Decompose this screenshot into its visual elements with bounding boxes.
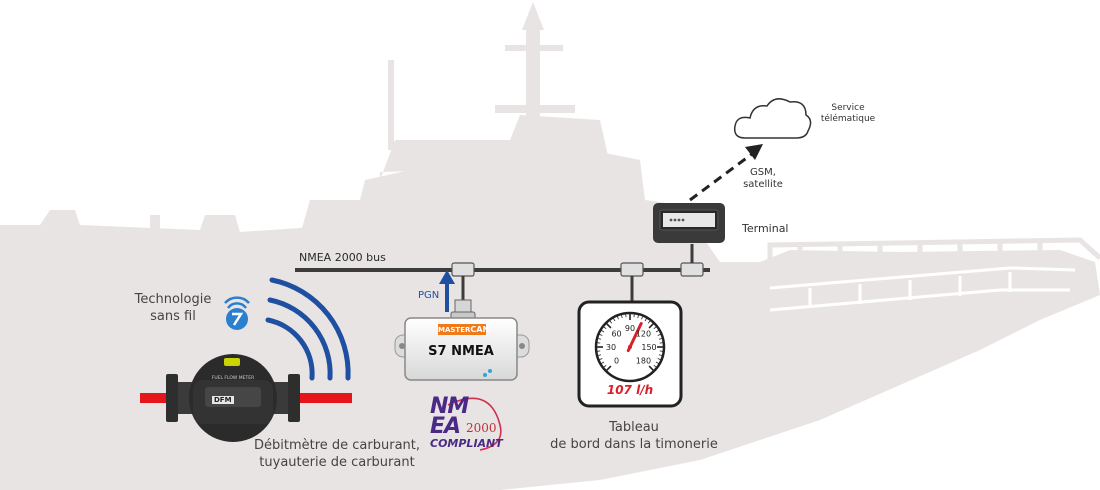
gsm-label-line1: GSM, <box>750 167 776 178</box>
boat-railing <box>767 237 1100 262</box>
gauge-tick <box>598 338 602 340</box>
gauge-tick <box>648 365 654 371</box>
gauge-tick <box>606 323 612 329</box>
service-label-line1: Service <box>831 103 865 113</box>
meter-label-line1: Débitmètre de carburant, <box>253 438 421 453</box>
gauge-hub <box>628 345 632 349</box>
nmea-logo-line2: EA <box>430 414 461 439</box>
gauge-tick-label: 0 <box>614 356 619 365</box>
nmea-logo-year: 2000 <box>466 421 497 435</box>
gauge-tick <box>609 320 613 324</box>
boat-superstructure <box>300 150 720 262</box>
gauge-tick <box>606 365 612 371</box>
gauge-tick <box>599 358 603 360</box>
dashboard-label-line1: Tableau <box>609 420 659 435</box>
meter-brand-plate <box>212 396 234 404</box>
gauge-tick <box>655 330 659 333</box>
gauge-reading: 107 l/h <box>606 383 654 397</box>
pgn-arrow <box>439 270 455 312</box>
terminal-device <box>653 203 725 243</box>
gauge-tick <box>658 354 662 356</box>
bus-tee-gauge <box>620 262 644 277</box>
boat-mast <box>526 25 540 165</box>
gauge-tick-label: 30 <box>606 343 616 352</box>
nmea-logo-line1: NM <box>430 394 469 419</box>
gauge-tick-label: 150 <box>641 343 656 352</box>
gauge-tick-label: 60 <box>611 330 621 339</box>
meter-label-line2: tuyauterie de carburant <box>259 455 415 470</box>
service-label: Service télématique <box>808 103 888 125</box>
gauge-tick <box>641 316 643 320</box>
meter-brand-text: DFM <box>214 396 232 404</box>
boat-antenna <box>388 60 394 150</box>
gauge-tick-label: 180 <box>636 356 651 365</box>
mastercan-module <box>394 299 530 381</box>
boat-stern-post <box>22 250 38 480</box>
mastercan-brand-part1: MASTER <box>438 326 471 334</box>
boat-mast-arm <box>495 105 575 113</box>
gsm-arrow <box>689 144 763 202</box>
gauge-tick <box>657 334 661 336</box>
boat-cabin <box>380 115 610 180</box>
gauge-tick <box>648 323 654 329</box>
dashboard-label-line2: de bord dans la timonerie <box>550 437 718 452</box>
bus-label: NMEA 2000 bus <box>299 251 386 264</box>
wireless-label-line1: Technologie <box>134 292 212 307</box>
meter-label: Débitmètre de carburant, tuyauterie de c… <box>248 437 426 471</box>
pgn-label: PGN <box>418 290 440 301</box>
mastercan-brand-part2: CAN <box>470 325 490 334</box>
nmea-bus <box>295 244 710 312</box>
wireless-label: Technologie sans fil <box>126 291 220 325</box>
terminal-label: Terminal <box>742 222 789 235</box>
wireless-waves <box>265 277 351 381</box>
gauge-tick <box>653 364 657 368</box>
mastercan-brand-badge <box>438 324 486 335</box>
boat-rail-highlight <box>769 266 1076 312</box>
boat-mast-top <box>522 2 544 30</box>
dashboard-label: Tableau de bord dans la timonerie <box>546 419 722 453</box>
bus-tee-module <box>451 262 475 277</box>
gauge-tick <box>637 315 639 319</box>
boat-stern-davit <box>150 215 160 275</box>
service-label-line2: télématique <box>820 114 876 124</box>
mastercan-brand: MASTERCAN <box>438 324 490 336</box>
gauge-tick-label: 120 <box>636 330 651 339</box>
gauge-tick <box>603 364 607 368</box>
meter-face-text: FUEL FLOW METER <box>211 376 255 381</box>
gauge-tick-marks <box>597 314 663 371</box>
nmea-logo-compliant: COMPLIANT <box>430 437 503 450</box>
gauge-tick <box>601 361 605 364</box>
gauge-tick <box>617 316 619 320</box>
gauge-tick <box>647 320 651 324</box>
mastercan-model: S7 NMEA <box>428 344 494 359</box>
cloud-icon <box>733 98 812 139</box>
gauge-tick <box>598 354 602 356</box>
gauge-tick <box>658 338 662 340</box>
nmea-2000-compliant-logo <box>447 397 502 451</box>
gauge-tick <box>653 326 657 330</box>
gauge-tick <box>657 358 661 360</box>
wireless-label-line2: sans fil <box>150 309 196 324</box>
bus-tee-terminal <box>680 262 704 277</box>
gauge-tick <box>644 318 647 322</box>
gauge-tick <box>601 330 605 333</box>
nmea-logo-text: NM EA 2000 COMPLIANT <box>430 394 520 451</box>
boat-mast-arm-upper <box>505 45 563 51</box>
fuel-flow-meter <box>140 354 352 442</box>
gauge-tick <box>655 361 659 364</box>
gsm-label: GSM, satellite <box>728 167 798 191</box>
gauge-tick <box>599 334 603 336</box>
gauge-tick <box>613 318 616 322</box>
boat-propeller <box>60 425 98 460</box>
gauge-tick-label: 90 <box>625 324 635 333</box>
gsm-label-line2: satellite <box>743 179 783 190</box>
gauge-tick <box>603 326 607 330</box>
gauge-tick <box>621 315 623 319</box>
wireless-technology-icon <box>224 296 250 330</box>
